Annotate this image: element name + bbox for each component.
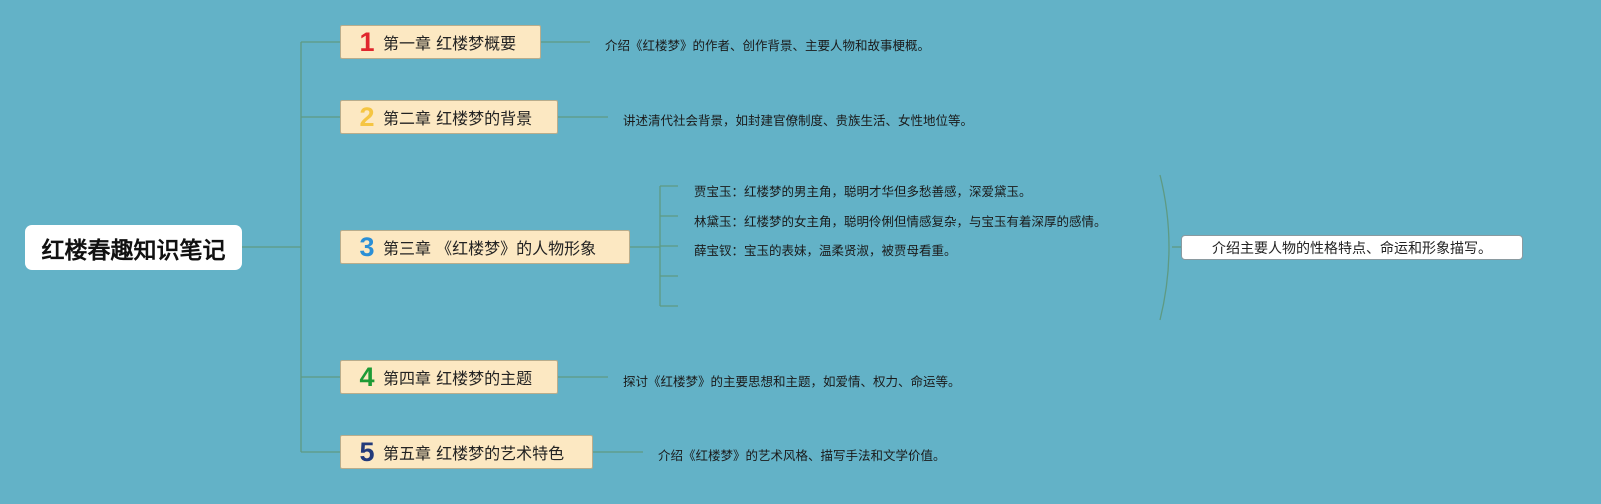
chapter-4-description[interactable]: 探讨《红楼梦》的主要思想和主题，如爱情、权力、命运等。 bbox=[623, 374, 961, 389]
chapter-5-description[interactable]: 介绍《红楼梦》的艺术风格、描写手法和文学价值。 bbox=[658, 448, 946, 463]
chapter-4-node[interactable]: 4 第四章 红楼梦的主题 bbox=[340, 360, 558, 394]
number-5-icon: 5 bbox=[359, 436, 375, 467]
chapter-3-node[interactable]: 3 第三章 《红楼梦》的人物形象 bbox=[340, 230, 630, 264]
chapter-3-summary[interactable]: 介绍主要人物的性格特点、命运和形象描写。 bbox=[1181, 235, 1523, 260]
root-topic[interactable]: 红楼春趣知识笔记 bbox=[25, 225, 242, 270]
chapter-5-label: 第五章 红楼梦的艺术特色 bbox=[383, 444, 565, 463]
number-2-icon: 2 bbox=[359, 101, 375, 132]
chapter-2-label: 第二章 红楼梦的背景 bbox=[383, 109, 533, 128]
number-3-icon: 3 bbox=[359, 231, 375, 262]
character-xue-baochai[interactable]: 薛宝钗：宝玉的表妹，温柔贤淑，被贾母看重。 bbox=[694, 243, 957, 258]
chapter-1-label: 第一章 红楼梦概要 bbox=[383, 34, 517, 53]
chapter-3-summary-text: 介绍主要人物的性格特点、命运和形象描写。 bbox=[1212, 240, 1492, 257]
chapter-1-description[interactable]: 介绍《红楼梦》的作者、创作背景、主要人物和故事梗概。 bbox=[605, 38, 931, 53]
chapter-3-label: 第三章 《红楼梦》的人物形象 bbox=[383, 239, 597, 258]
chapter-2-node[interactable]: 2 第二章 红楼梦的背景 bbox=[340, 100, 558, 134]
chapter-5-node[interactable]: 5 第五章 红楼梦的艺术特色 bbox=[340, 435, 593, 469]
root-title: 红楼春趣知识笔记 bbox=[41, 237, 226, 264]
number-1-icon: 1 bbox=[359, 26, 375, 57]
chapter-1-node[interactable]: 1 第一章 红楼梦概要 bbox=[340, 25, 541, 59]
character-lin-daiyu[interactable]: 林黛玉：红楼梦的女主角，聪明伶俐但情感复杂，与宝玉有着深厚的感情。 bbox=[694, 214, 1107, 229]
chapter-2-description[interactable]: 讲述清代社会背景，如封建官僚制度、贵族生活、女性地位等。 bbox=[623, 113, 974, 128]
character-jia-baoyu[interactable]: 贾宝玉：红楼梦的男主角，聪明才华但多愁善感，深爱黛玉。 bbox=[694, 184, 1032, 199]
number-4-icon: 4 bbox=[359, 361, 375, 392]
chapter-4-label: 第四章 红楼梦的主题 bbox=[383, 369, 533, 388]
